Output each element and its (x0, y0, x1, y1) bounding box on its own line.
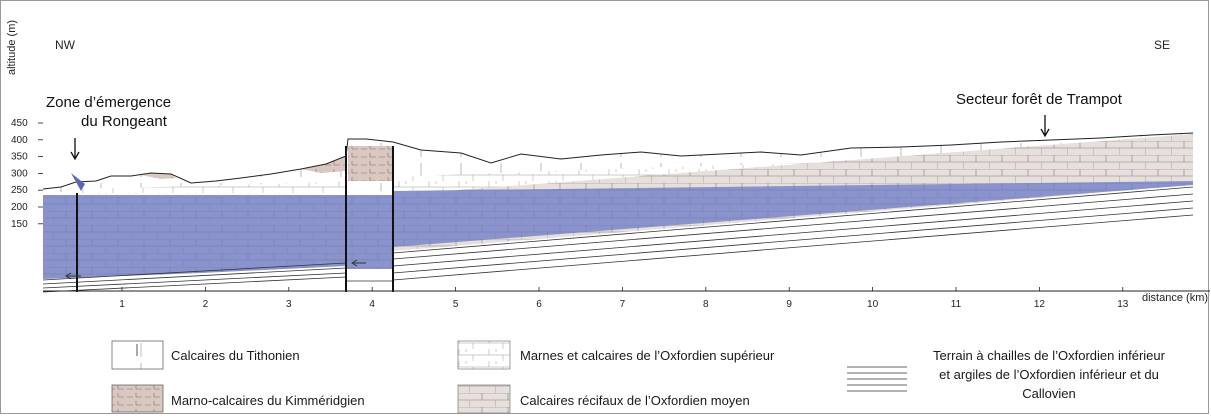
legend-label-oxfordien-superieur: Marnes et calcaires de l’Oxfordien supér… (520, 348, 775, 363)
y-tick-label: 150 (11, 219, 28, 230)
legend-item-oxfordien-moyen: Calcaires récifaux de l’Oxfordien moyen (457, 384, 750, 414)
x-tick-label: 5 (453, 299, 459, 310)
x-tick-label: 3 (286, 299, 292, 310)
rongeant-label: du Rongeant (81, 113, 168, 130)
nw-label: NW (55, 38, 76, 52)
arrow-trampot (1040, 115, 1050, 138)
arrow-zone-emergence (70, 138, 80, 161)
zone-emergence-label: Zone d’émergence (46, 94, 171, 111)
legend-item-tithonien: Calcaires du Tithonien (111, 340, 300, 370)
y-tick-label: 400 (11, 135, 28, 146)
legend: Calcaires du Tithonien Marno-calcaires d… (111, 340, 1166, 414)
flow-arrow-right (351, 259, 366, 267)
x-tick-label: 12 (1034, 299, 1046, 310)
legend-item-kimmeridgien: Marno-calcaires du Kimméridgien (111, 384, 365, 413)
se-label: SE (1154, 38, 1170, 52)
x-tick-label: 2 (203, 299, 209, 310)
x-axis-label: distance (km) (1142, 292, 1208, 304)
legend-label-terrain-line1: Terrain à chailles de l’Oxfordien inféri… (933, 348, 1166, 363)
x-tick-label: 10 (867, 299, 879, 310)
y-axis-label: altitude (m) (6, 20, 18, 75)
x-tick-label: 4 (369, 299, 375, 310)
y-tick-label: 200 (11, 202, 28, 213)
flow-arrow-left (65, 272, 81, 280)
x-tick-label: 7 (620, 299, 626, 310)
secteur-trampot-label: Secteur forêt de Trampot (956, 91, 1123, 108)
legend-label-terrain-line2: et argiles de l’Oxfordien inférieur et d… (939, 367, 1159, 382)
y-tick-label: 250 (11, 185, 28, 196)
blue-triangle-marker (71, 173, 85, 191)
legend-label-oxfordien-moyen: Calcaires récifaux de l’Oxfordien moyen (520, 393, 750, 408)
legend-item-terrain-a-chailles: Terrain à chailles de l’Oxfordien inféri… (847, 348, 1166, 401)
legend-label-terrain-line3: Callovien (1022, 386, 1075, 401)
y-tick-labels: 450 400 350 300 250 200 150 (11, 118, 43, 230)
y-tick-label: 450 (11, 118, 28, 129)
y-tick-label: 300 (11, 168, 28, 179)
legend-item-oxfordien-superieur: Marnes et calcaires de l’Oxfordien supér… (457, 340, 775, 370)
layer-terrain-a-chailles (42, 186, 1194, 293)
legend-label-tithonien: Calcaires du Tithonien (171, 348, 300, 363)
topographic-surface (42, 132, 1194, 190)
y-tick-label: 350 (11, 152, 28, 163)
legend-label-kimmeridgien: Marno-calcaires du Kimméridgien (171, 393, 365, 408)
layer-aquifer-blue (43, 181, 1193, 279)
x-tick-label: 11 (951, 299, 962, 310)
x-tick-label: 6 (536, 299, 542, 310)
x-tick-label: 13 (1117, 299, 1129, 310)
x-tick-label: 1 (119, 299, 125, 310)
x-tick-label: 8 (703, 299, 709, 310)
x-tick-label: 9 (786, 299, 792, 310)
